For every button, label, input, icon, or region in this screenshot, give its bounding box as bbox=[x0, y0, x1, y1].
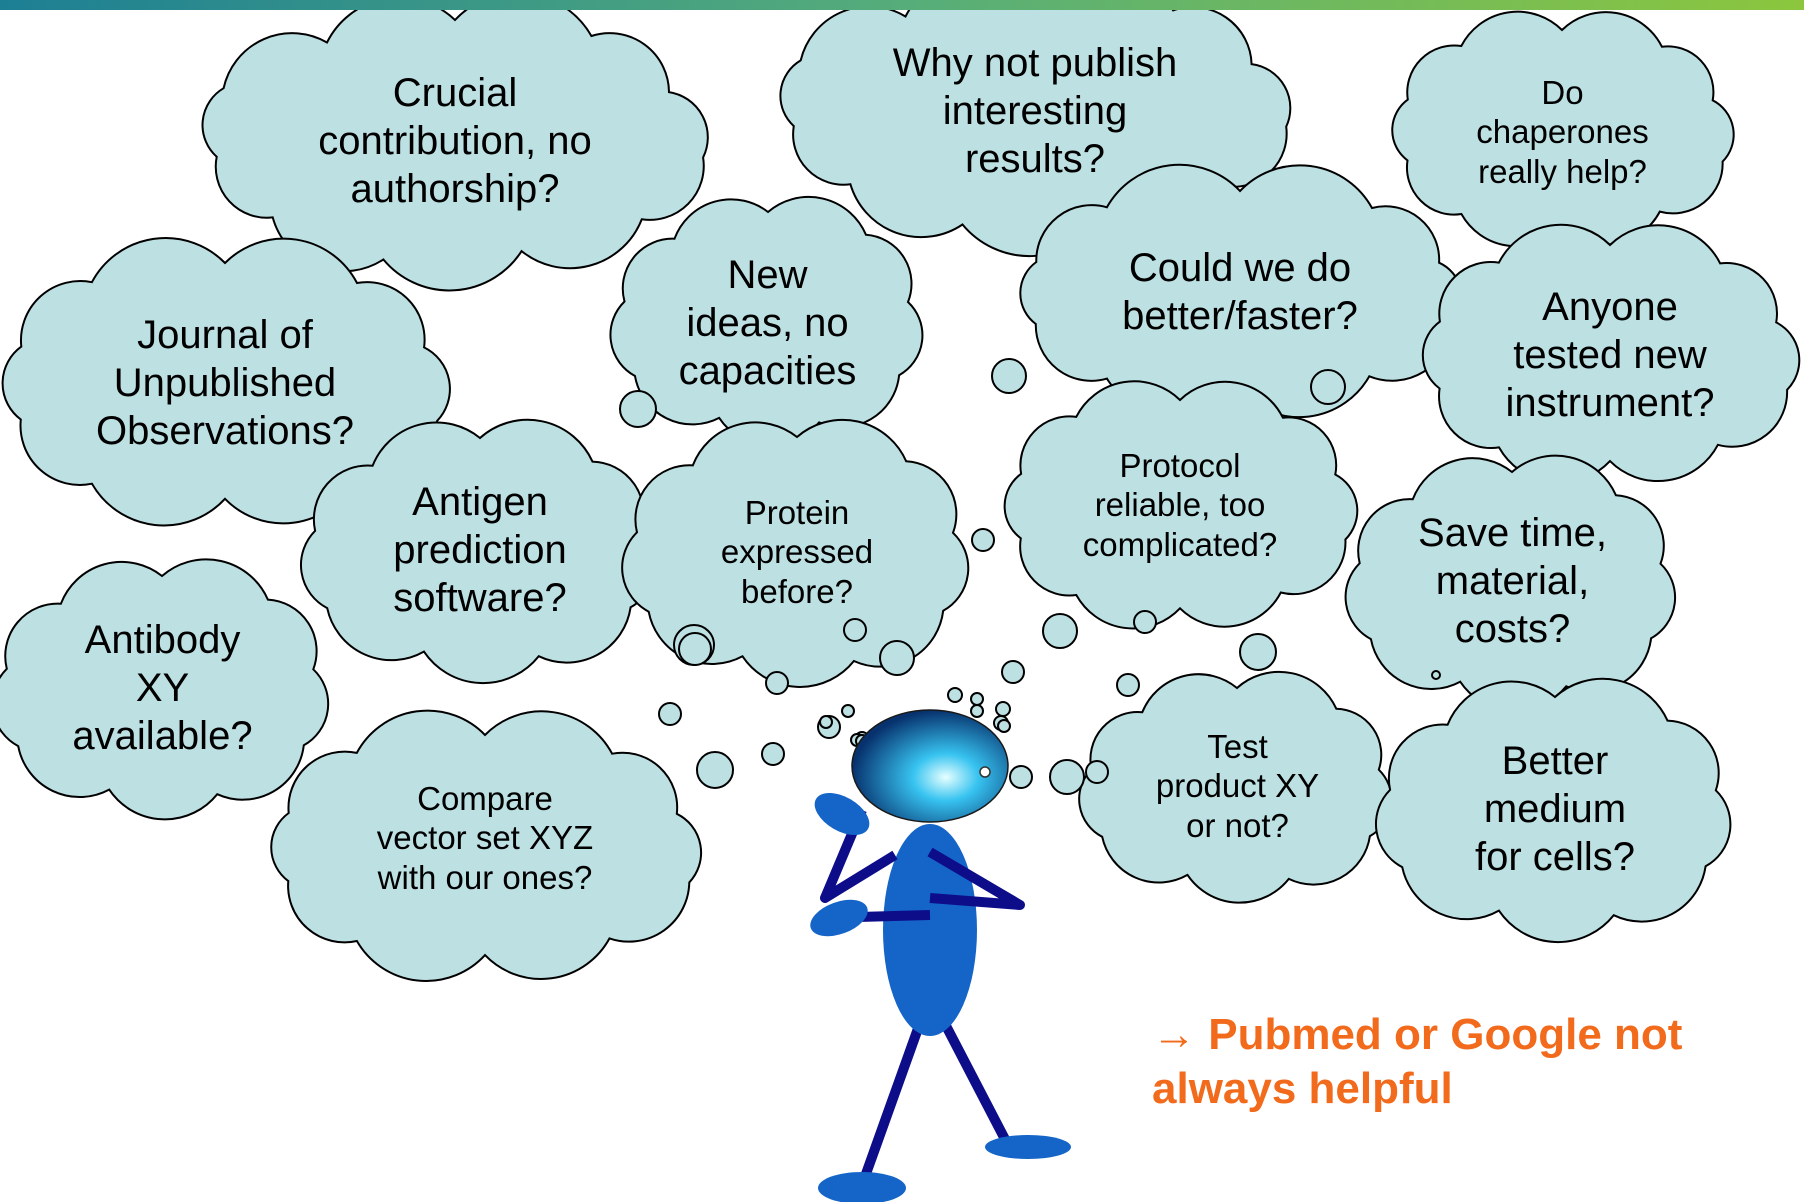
thought-bubble bbox=[1042, 613, 1078, 649]
right-arm bbox=[927, 847, 1025, 910]
thought-bubble bbox=[991, 358, 1027, 394]
cloud-journal-text: Journal of Unpublished Observations? bbox=[96, 312, 354, 453]
thought-cloud-protein bbox=[621, 418, 970, 688]
cloud-authorship-text: Crucial contribution, no authorship? bbox=[318, 71, 592, 211]
eye bbox=[979, 766, 991, 778]
left-foot bbox=[818, 1172, 906, 1202]
thought-bubble bbox=[970, 704, 984, 718]
thought-bubble bbox=[619, 390, 657, 428]
thought-bubble bbox=[841, 704, 855, 718]
cloud-antibody-text: Antibody XY available? bbox=[72, 617, 253, 758]
conclusion-text: → Pubmed or Google not always helpful bbox=[1152, 1010, 1683, 1114]
thought-cloud-protocol bbox=[1003, 380, 1359, 630]
thought-bubble bbox=[947, 687, 963, 703]
left-arm bbox=[820, 808, 898, 903]
head bbox=[851, 709, 1009, 823]
cloud-ideas-text: New ideas, no capacities bbox=[678, 252, 857, 393]
thought-bubble bbox=[995, 701, 1011, 717]
thought-bubble bbox=[843, 618, 867, 642]
thought-diagram bbox=[0, 10, 1801, 1202]
thought-bubble bbox=[879, 640, 915, 676]
cloud-instrument-text: Anyone tested new instrument? bbox=[1505, 284, 1715, 425]
thought-bubble bbox=[678, 632, 712, 666]
cloud-antigen-text: Antigen prediction software? bbox=[393, 479, 567, 620]
thought-bubble bbox=[1001, 660, 1025, 684]
right-foot bbox=[985, 1135, 1071, 1159]
cloud-product-text: Test product XY or not? bbox=[1155, 727, 1320, 844]
thought-bubble bbox=[1239, 633, 1277, 671]
thought-bubble bbox=[765, 671, 789, 695]
top-accent-bar bbox=[0, 0, 1804, 10]
thought-bubble bbox=[1431, 670, 1441, 680]
cloud-savetime-text: Save time, material, costs? bbox=[1418, 510, 1607, 651]
thought-cloud-instrument bbox=[1421, 223, 1801, 484]
thought-bubble bbox=[997, 719, 1011, 733]
cloud-vector-text: Compare vector set XYZ with our ones? bbox=[376, 779, 594, 896]
thought-bubble bbox=[971, 528, 995, 552]
thought-cloud-antibody bbox=[0, 558, 330, 821]
thought-cloud-vector bbox=[270, 709, 703, 982]
thought-bubble bbox=[696, 751, 734, 789]
thought-bubble bbox=[1310, 369, 1346, 405]
thought-bubble bbox=[658, 702, 682, 726]
thought-bubble bbox=[819, 715, 833, 729]
cloud-better-text: Could we do better/faster? bbox=[1122, 246, 1358, 338]
cloud-protein-text: Protein expressed before? bbox=[720, 493, 874, 610]
thought-bubble bbox=[1085, 760, 1109, 784]
thought-cloud-journal bbox=[1, 237, 451, 527]
thought-bubble bbox=[970, 692, 984, 706]
thinking-stick-figure bbox=[810, 709, 1071, 1202]
chin-hand bbox=[814, 792, 870, 836]
thought-cloud-authorship bbox=[201, 10, 709, 292]
thought-cloud-product bbox=[1078, 670, 1393, 904]
thought-cloud-antigen bbox=[300, 418, 657, 685]
thought-bubble bbox=[1116, 673, 1140, 697]
thought-bubble bbox=[1009, 765, 1033, 789]
thought-bubble bbox=[761, 742, 785, 766]
cloud-publish-text: Why not publish interesting results? bbox=[892, 41, 1178, 181]
thought-clouds bbox=[0, 10, 1801, 982]
thought-bubble bbox=[1133, 610, 1157, 634]
thought-bubble bbox=[1049, 759, 1085, 795]
thought-cloud-medium bbox=[1375, 677, 1732, 944]
left-hand bbox=[810, 899, 868, 937]
cloud-protocol-text: Protocol reliable, too complicated? bbox=[1082, 446, 1278, 563]
body bbox=[883, 824, 977, 1036]
cloud-medium-text: Better medium for cells? bbox=[1474, 738, 1636, 879]
cloud-chaperones-text: Do chaperones really help? bbox=[1476, 73, 1649, 190]
